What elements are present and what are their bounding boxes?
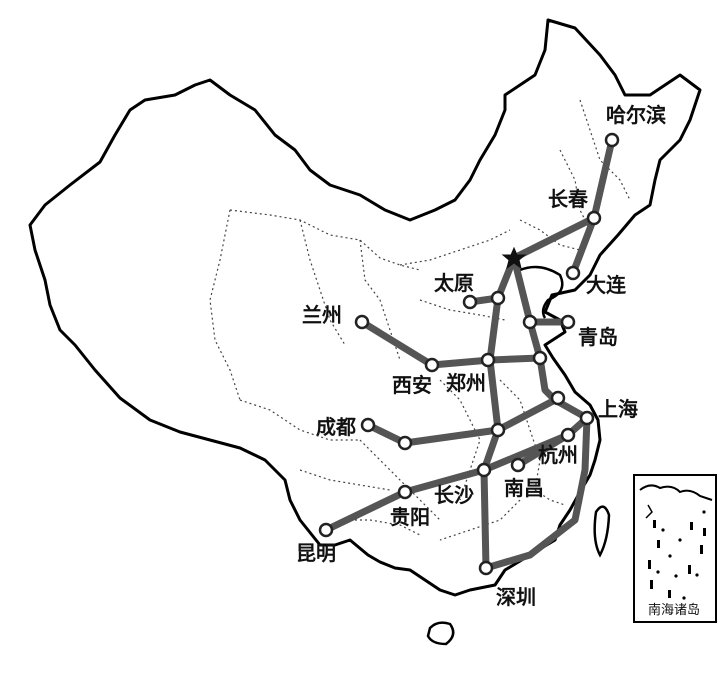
inset-label: 南海诸岛 [648,602,700,618]
city-label-chengdu: 成都 [316,415,356,439]
city-marker-shanghai [579,410,595,426]
city-label-zhengzhou: 郑州 [446,371,486,395]
city-markers [318,132,620,576]
national-border [28,18,702,597]
city-marker-qingdao [560,314,576,330]
city-marker-hangzhou [560,427,576,443]
city-label-harbin: 哈尔滨 [606,103,666,127]
city-label-dalian: 大连 [586,273,627,297]
city-marker-chongqing [397,435,413,451]
city-label-xian: 西安 [392,373,432,397]
city-marker-shenzhen [478,560,494,576]
city-marker-dalian [565,265,581,281]
city-label-guiyang: 贵阳 [390,505,430,529]
city-label-lanzhou: 兰州 [302,303,342,327]
rail-lanzhou-zhengzhou [358,318,544,369]
city-marker-nanjing [550,390,566,406]
city-marker-harbin [604,132,620,148]
city-marker-hebei [490,290,506,306]
south-china-sea-inset: 南海诸岛 [633,474,717,623]
hainan-island [426,621,455,646]
city-label-kunming: 昆明 [296,541,336,565]
inset-coast [639,484,713,501]
city-marker-changchun [586,210,602,226]
capital-star-icon [501,246,527,270]
city-label-changchun: 长春 [548,187,589,211]
city-label-changsha: 长沙 [434,483,474,507]
city-marker-nanchang [510,457,526,473]
rail-shenzhen-coast [482,414,591,572]
city-label-shanghai: 上海 [598,397,638,421]
taiwan-island [593,505,611,558]
city-label-nanchang: 南昌 [504,476,544,500]
city-marker-taiyuan [462,294,478,310]
city-marker-kunming [318,522,334,538]
city-label-shenzhen: 深圳 [496,585,536,609]
city-marker-xian [424,357,440,373]
city-marker-chengdu [360,417,376,433]
city-marker-jinan [522,314,538,330]
city-label-hangzhou: 杭州 [538,443,578,467]
city-marker-lanzhou [354,314,370,330]
bohai-coast [519,265,564,319]
city-marker-zhengzhou [480,352,496,368]
city-label-taiyuan: 太原 [434,271,474,295]
city-marker-xuzhou [532,350,548,366]
city-marker-wuhan [490,422,506,438]
rail-nanchang [514,431,572,469]
city-marker-changsha [476,462,492,478]
city-label-qingdao: 青岛 [578,325,618,349]
city-marker-guiyang [397,484,413,500]
rail-beijing-changchun [510,214,598,262]
city-labels: 哈尔滨 长春 大连 太原 青岛 兰州 西安 郑州 上海 成都 杭州 南昌 长沙 … [296,103,666,609]
